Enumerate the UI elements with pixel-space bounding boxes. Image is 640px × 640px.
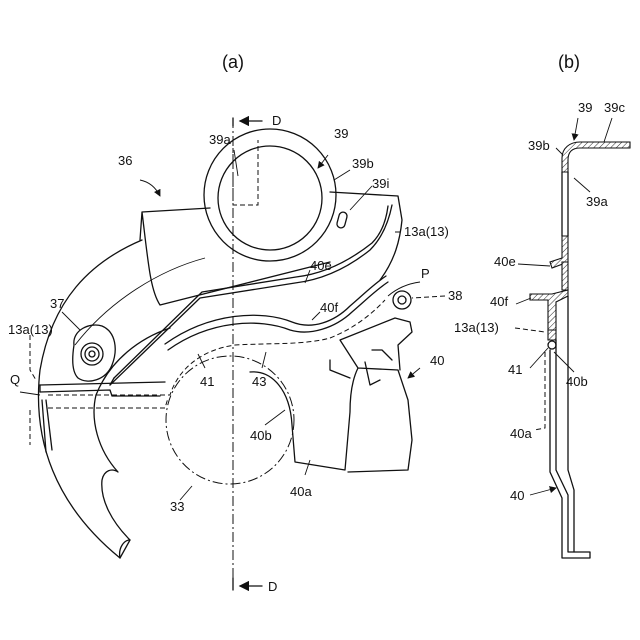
label-40e: 40e — [310, 258, 332, 273]
linkage-q — [40, 382, 165, 396]
label-b-40f: 40f — [490, 294, 508, 309]
label-13a-left: 13a(13) — [8, 322, 53, 337]
duct-39-inner — [218, 146, 322, 250]
label-b-40b: 40b — [566, 374, 588, 389]
label-p: P — [421, 266, 430, 281]
section-40f — [530, 290, 568, 330]
label-40f: 40f — [320, 300, 338, 315]
upper-housing — [140, 192, 402, 305]
panel-a-title: (a) — [222, 52, 244, 72]
label-d-top: D — [272, 113, 281, 128]
label-39: 39 — [334, 126, 348, 141]
label-b-39b: 39b — [528, 138, 550, 153]
section-39 — [562, 142, 630, 172]
hole-39i — [336, 211, 348, 229]
label-d-bottom: D — [268, 579, 277, 594]
cover-40 — [250, 318, 412, 472]
pivot-38 — [393, 291, 411, 309]
duct-39-outer — [204, 129, 336, 261]
label-36: 36 — [118, 153, 132, 168]
label-q: Q — [10, 372, 20, 387]
label-38: 38 — [448, 288, 462, 303]
label-b-39a: 39a — [586, 194, 608, 209]
guide-40e — [110, 205, 392, 385]
label-33: 33 — [170, 499, 184, 514]
label-b-39c: 39c — [604, 100, 625, 115]
panel-b-title: (b) — [558, 52, 580, 72]
label-41: 41 — [200, 374, 214, 389]
label-40: 40 — [430, 353, 444, 368]
label-b-40: 40 — [510, 488, 524, 503]
label-b-40e: 40e — [494, 254, 516, 269]
blade-33 — [166, 356, 294, 484]
label-39a: 39a — [209, 132, 231, 147]
panel-a: (a) D D — [8, 52, 462, 594]
label-b-41: 41 — [508, 362, 522, 377]
label-b-40a: 40a — [510, 426, 532, 441]
label-43: 43 — [252, 374, 266, 389]
label-39i: 39i — [372, 176, 389, 191]
outer-guard-arc — [38, 240, 142, 558]
label-40b: 40b — [250, 428, 272, 443]
label-37: 37 — [50, 296, 64, 311]
label-b-13a: 13a(13) — [454, 320, 499, 335]
wall-40a — [550, 340, 590, 558]
panel-b: (b) 39 39c — [454, 52, 630, 558]
label-13a-right: 13a(13) — [404, 224, 449, 239]
label-40a: 40a — [290, 484, 312, 499]
label-b-39: 39 — [578, 100, 592, 115]
label-39b: 39b — [352, 156, 374, 171]
